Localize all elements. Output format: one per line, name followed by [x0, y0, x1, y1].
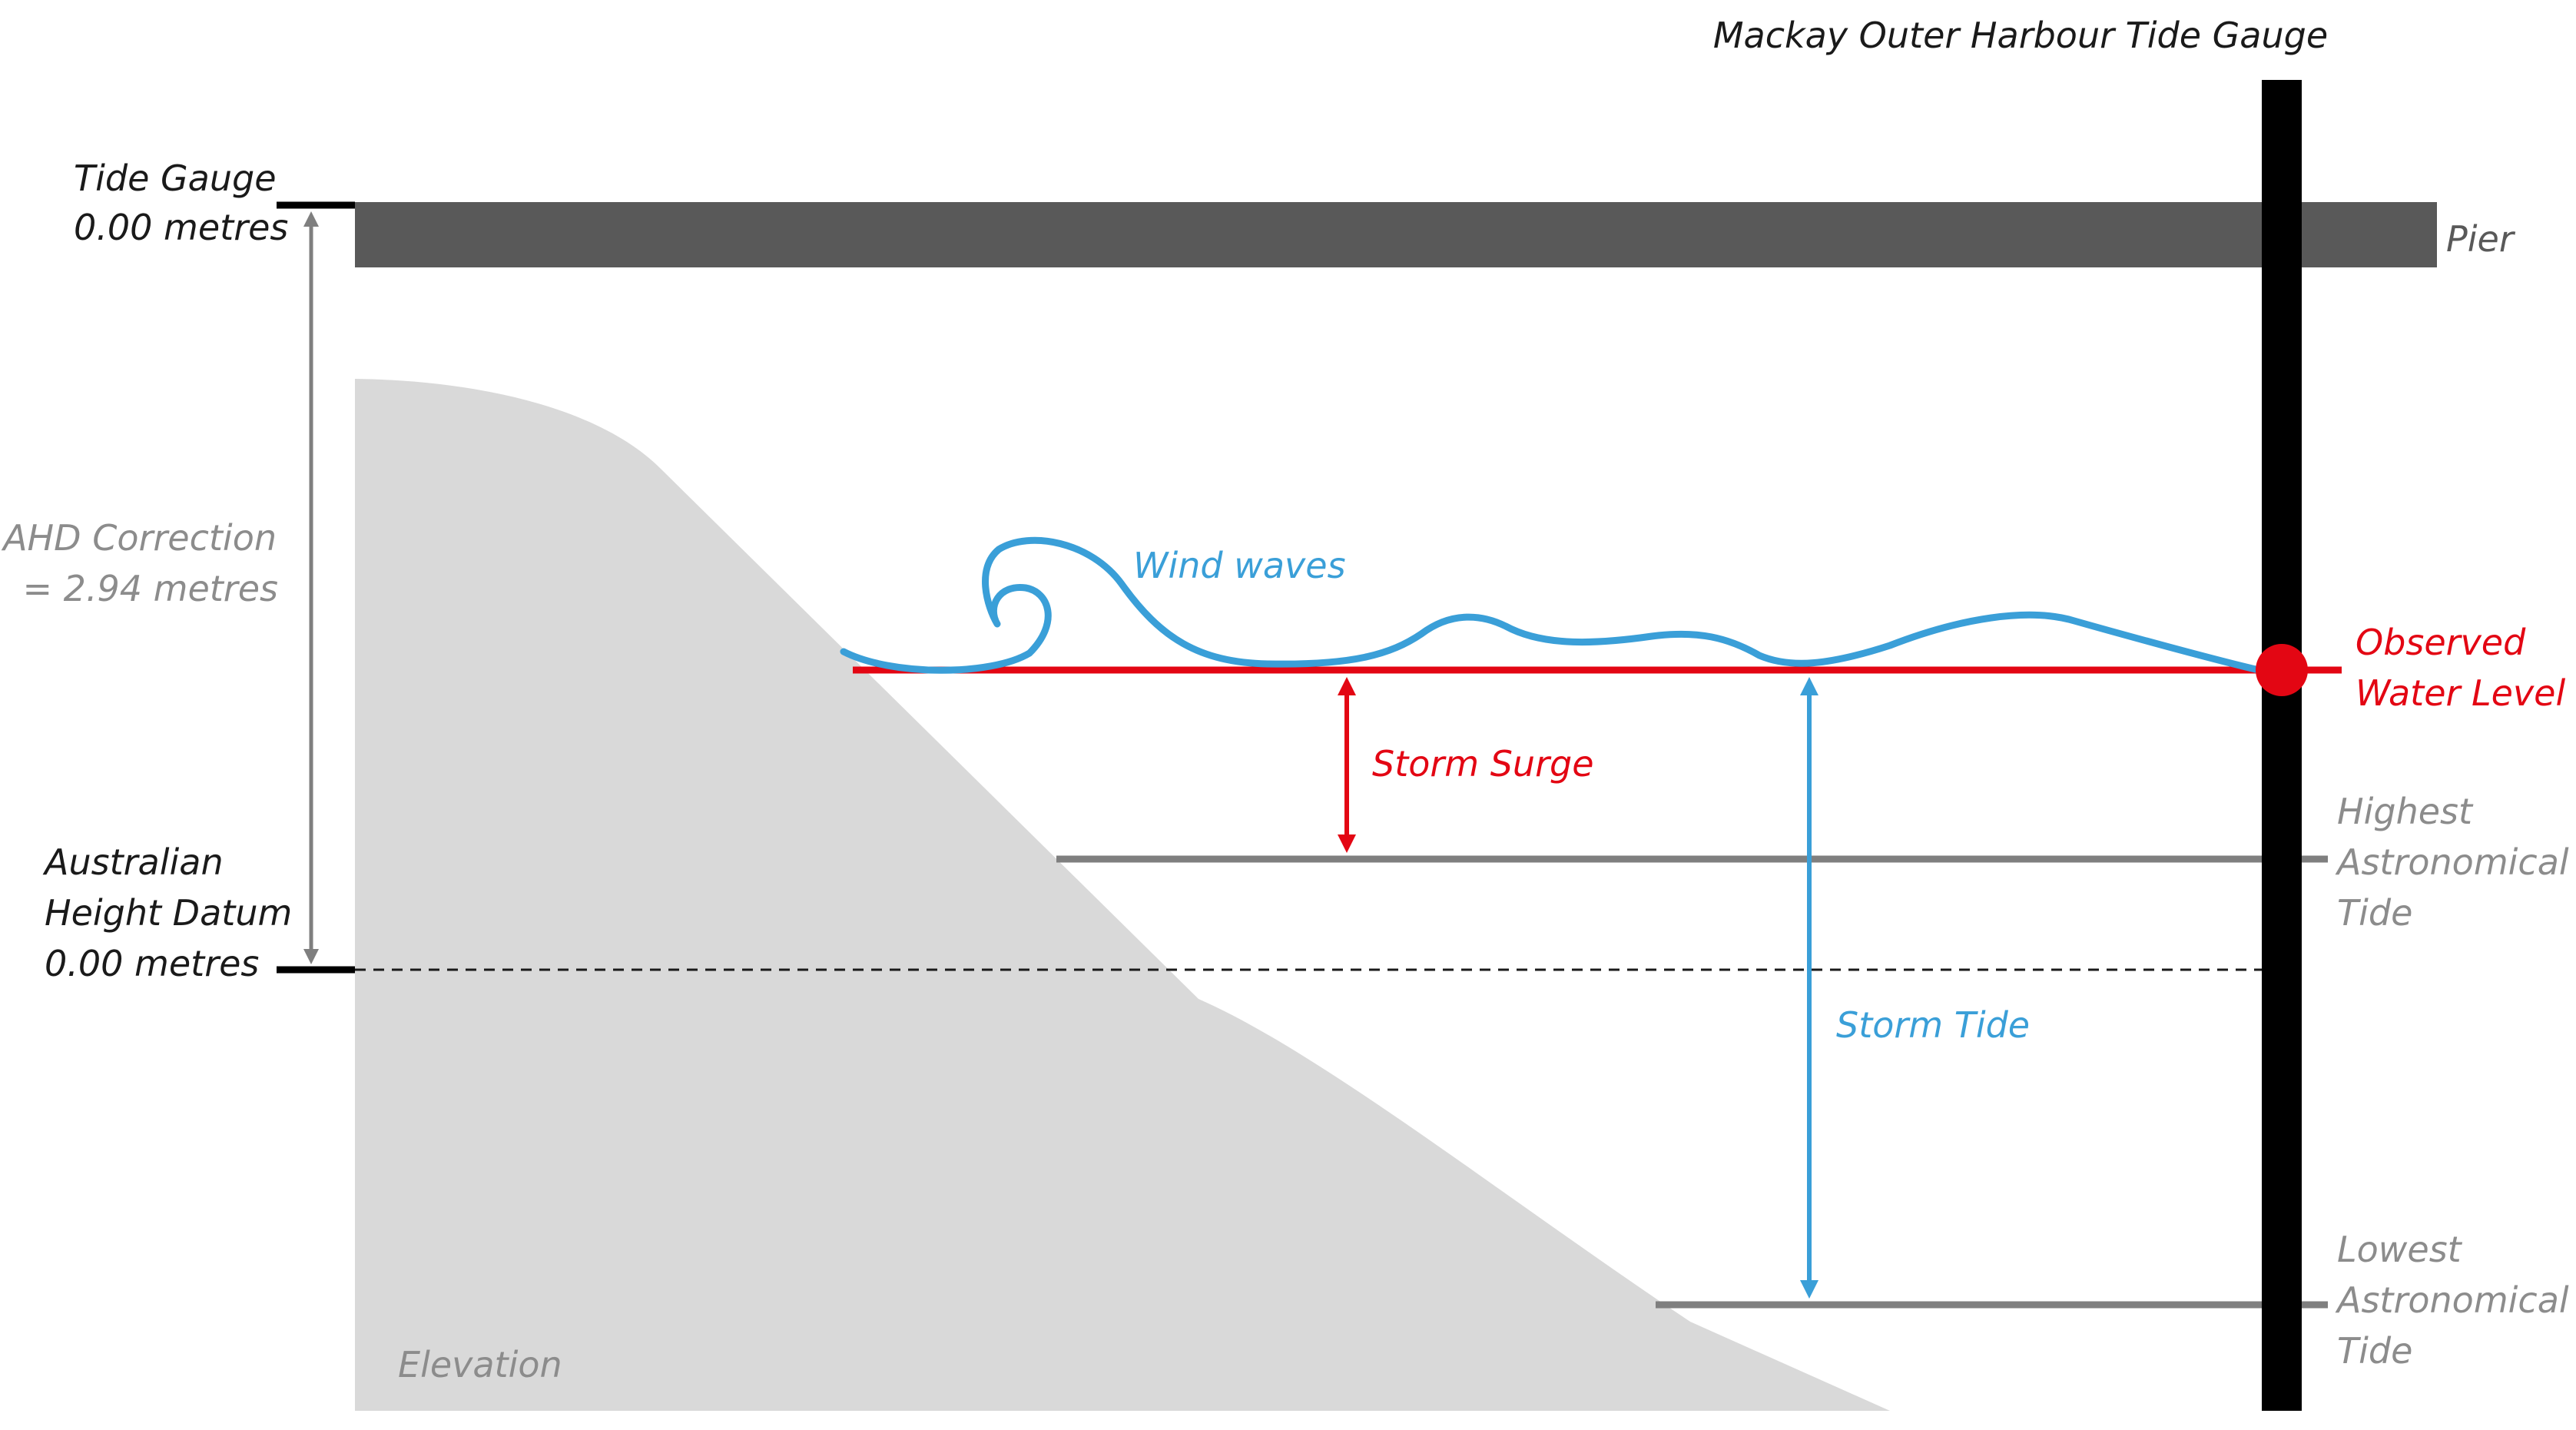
ground-elevation-shape	[355, 379, 1890, 1411]
observed-water-level-label-line2: Water Level	[2356, 672, 2565, 714]
hat-label-line2: Astronomical	[2335, 841, 2569, 883]
ahd-label-line1: Australian	[42, 841, 224, 883]
gauge-title: Mackay Outer Harbour Tide Gauge	[1713, 15, 2328, 56]
tide-gauge-label-line2: 0.00 metres	[74, 207, 288, 248]
pier-bar	[355, 202, 2437, 267]
ahd-correction-label-line2: = 2.94 metres	[22, 568, 278, 609]
ahd-label-line3: 0.00 metres	[45, 943, 259, 984]
wind-waves-label: Wind waves	[1133, 545, 1346, 586]
observed-water-level-label-line1: Observed	[2356, 622, 2526, 663]
tide-gauge-pole	[2262, 80, 2302, 1411]
storm-tide-label: Storm Tide	[1836, 1004, 2030, 1046]
tide-gauge-label-line1: Tide Gauge	[74, 158, 277, 199]
elevation-label: Elevation	[398, 1344, 562, 1385]
lat-label-line2: Astronomical	[2335, 1279, 2569, 1321]
wind-waves-curve	[840, 536, 2263, 674]
lat-label-line3: Tide	[2337, 1330, 2412, 1372]
ahd-correction-label-line1: AHD Correction	[1, 517, 277, 559]
observed-water-level-dot	[2256, 644, 2308, 696]
storm-surge-label: Storm Surge	[1372, 743, 1594, 785]
lat-label-line1: Lowest	[2337, 1229, 2463, 1270]
pier-label: Pier	[2446, 218, 2516, 260]
hat-label-line3: Tide	[2337, 892, 2412, 934]
ahd-label-line2: Height Datum	[45, 892, 292, 934]
hat-label-line1: Highest	[2337, 791, 2474, 832]
